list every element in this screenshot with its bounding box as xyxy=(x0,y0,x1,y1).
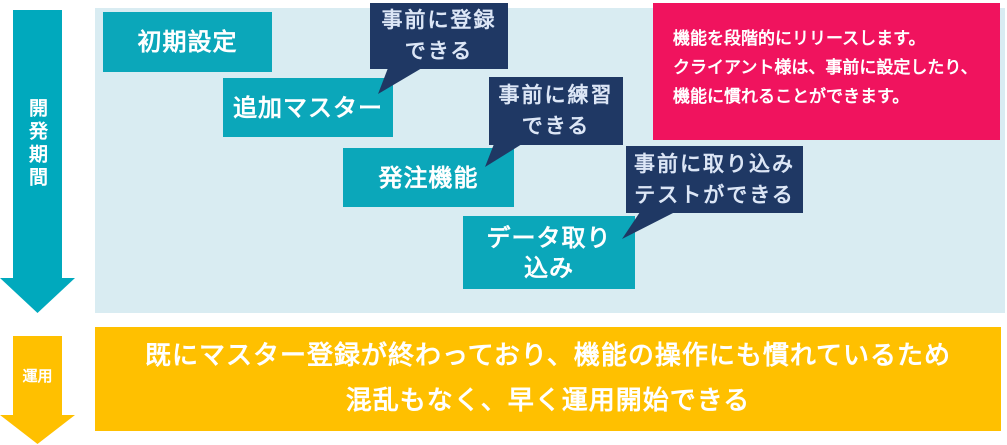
dev-period-arrowhead-icon xyxy=(0,278,75,313)
release-note: 機能を段階的にリリースします。 クライアント様は、事前に設定したり、 機能に慣れ… xyxy=(653,3,1000,140)
callout-import-test-in-advance: 事前に取り込み テストができる xyxy=(626,146,803,213)
callout-register-in-advance: 事前に登録 できる xyxy=(370,3,508,69)
callout-practice-in-advance: 事前に練習 できる xyxy=(489,77,623,145)
operation-note: 既にマスター登録が終わっており、機能の操作にも慣れているため 混乱もなく、早く運… xyxy=(95,327,1001,431)
bubble-tail-icon xyxy=(378,68,422,94)
operation-arrow: 運用 xyxy=(13,336,62,415)
dev-period-arrow: 開発期間 xyxy=(13,10,62,278)
dev-period-label: 開発期間 xyxy=(26,98,48,190)
stage-additional-master: 追加マスター xyxy=(223,78,393,137)
bubble-tail-icon xyxy=(485,144,522,167)
bubble-tail-icon xyxy=(622,212,675,239)
stage-data-import: データ取り 込み xyxy=(463,216,635,289)
operation-label: 運用 xyxy=(22,367,53,385)
operation-arrowhead-icon xyxy=(0,415,75,444)
stage-order-function: 発注機能 xyxy=(343,148,514,207)
stage-initial-setup: 初期設定 xyxy=(103,12,272,72)
